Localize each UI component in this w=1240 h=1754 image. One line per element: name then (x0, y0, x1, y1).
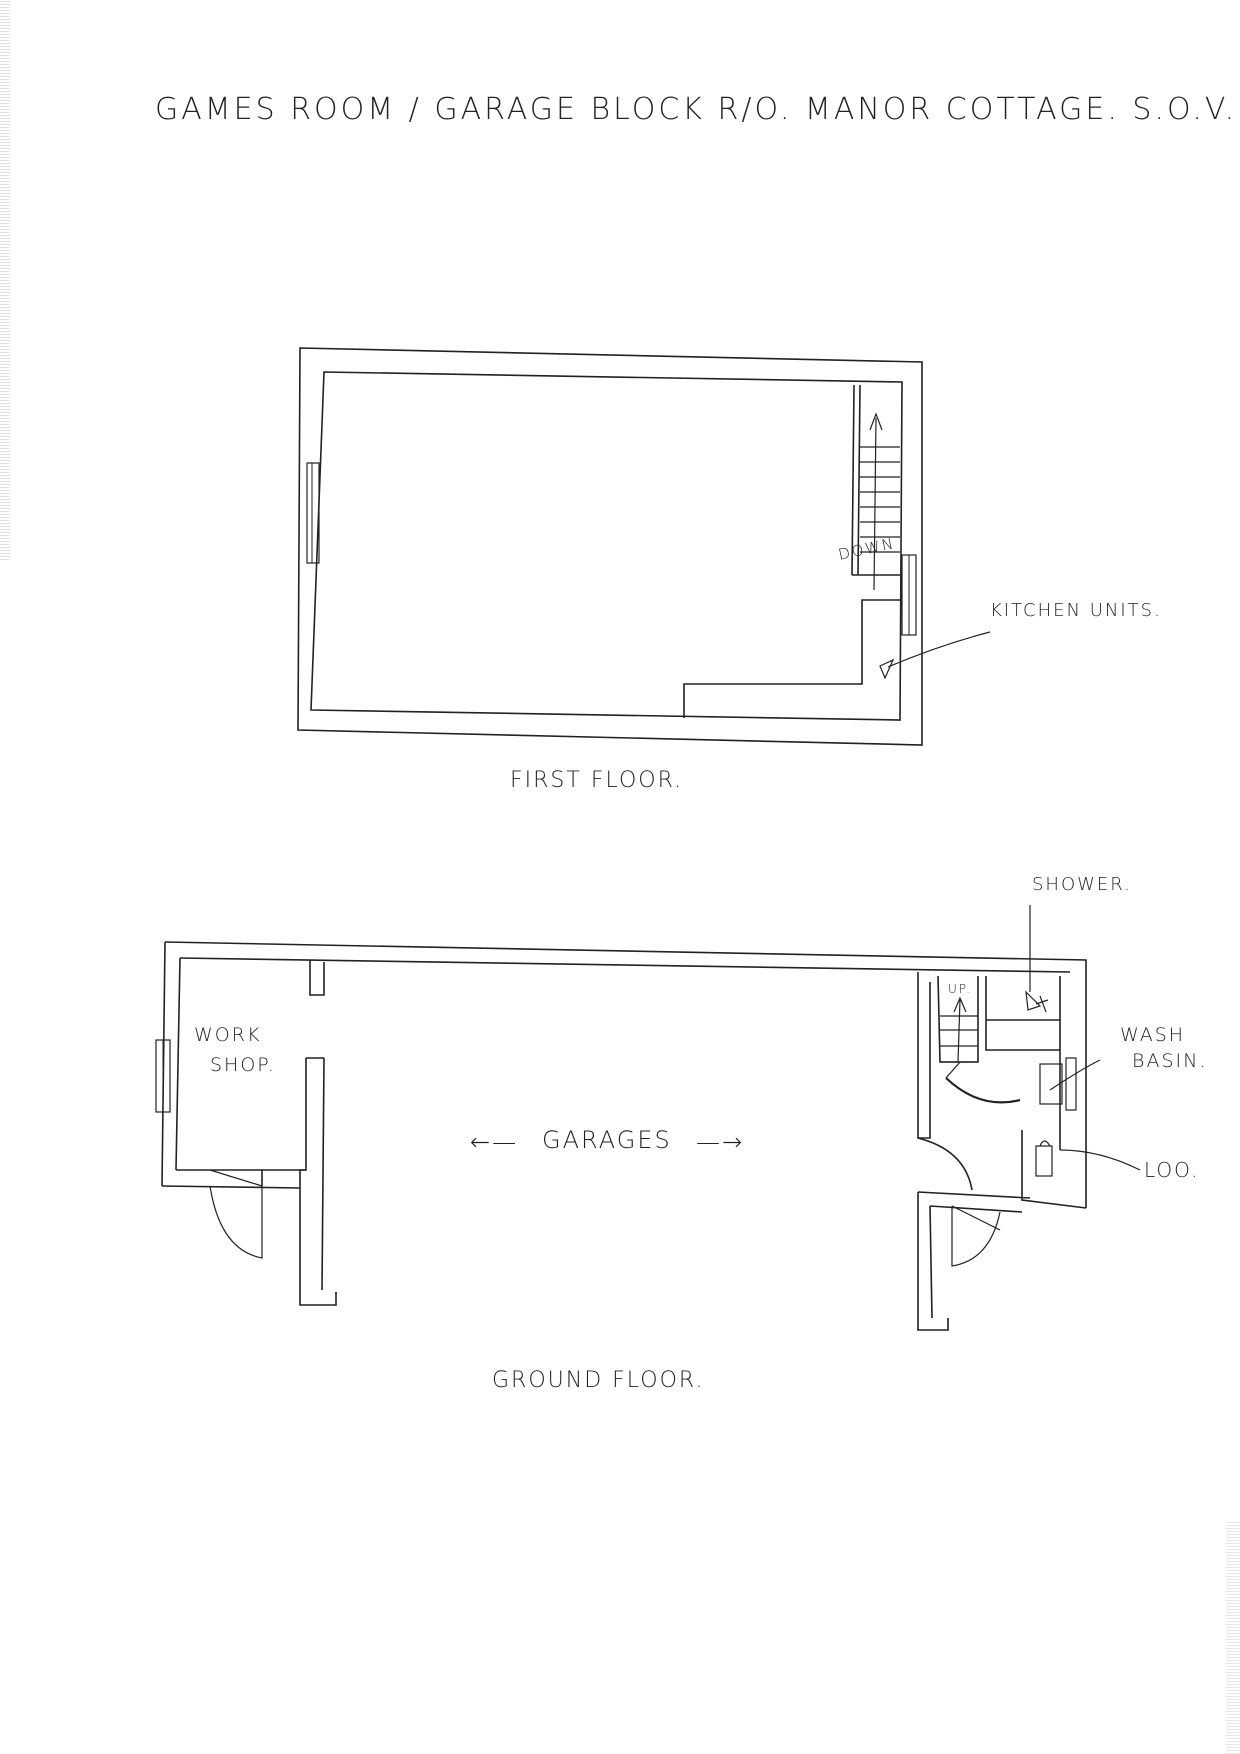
shower-label: SHOWER. (1032, 874, 1132, 895)
scan-edge-left (0, 0, 10, 560)
loo-label: LOO. (1144, 1158, 1200, 1182)
drawing-title: GAMES ROOM / GARAGE BLOCK R/O. MANOR COT… (155, 92, 1238, 127)
ground-floor-caption: GROUND FLOOR. (492, 1368, 705, 1393)
garages-label: GARAGES (542, 1126, 672, 1154)
wash-basin-label-line1: WASH (1120, 1024, 1186, 1046)
workshop-label-line2: SHOP. (210, 1054, 276, 1076)
kitchen-units-label: KITCHEN UNITS. (990, 600, 1162, 621)
stairs-up-label: UP. (948, 982, 972, 996)
ground-floor-plan (155, 905, 1141, 1331)
first-floor-caption: FIRST FLOOR. (510, 768, 684, 793)
first-floor-plan (297, 347, 991, 746)
workshop-label-line1: WORK (194, 1024, 262, 1046)
garages-arrow-left: ←— (470, 1128, 519, 1156)
garages-arrow-right: —→ (696, 1128, 745, 1156)
wash-basin-label-line2: BASIN. (1132, 1050, 1208, 1072)
scan-edge-right (1226, 1520, 1240, 1754)
